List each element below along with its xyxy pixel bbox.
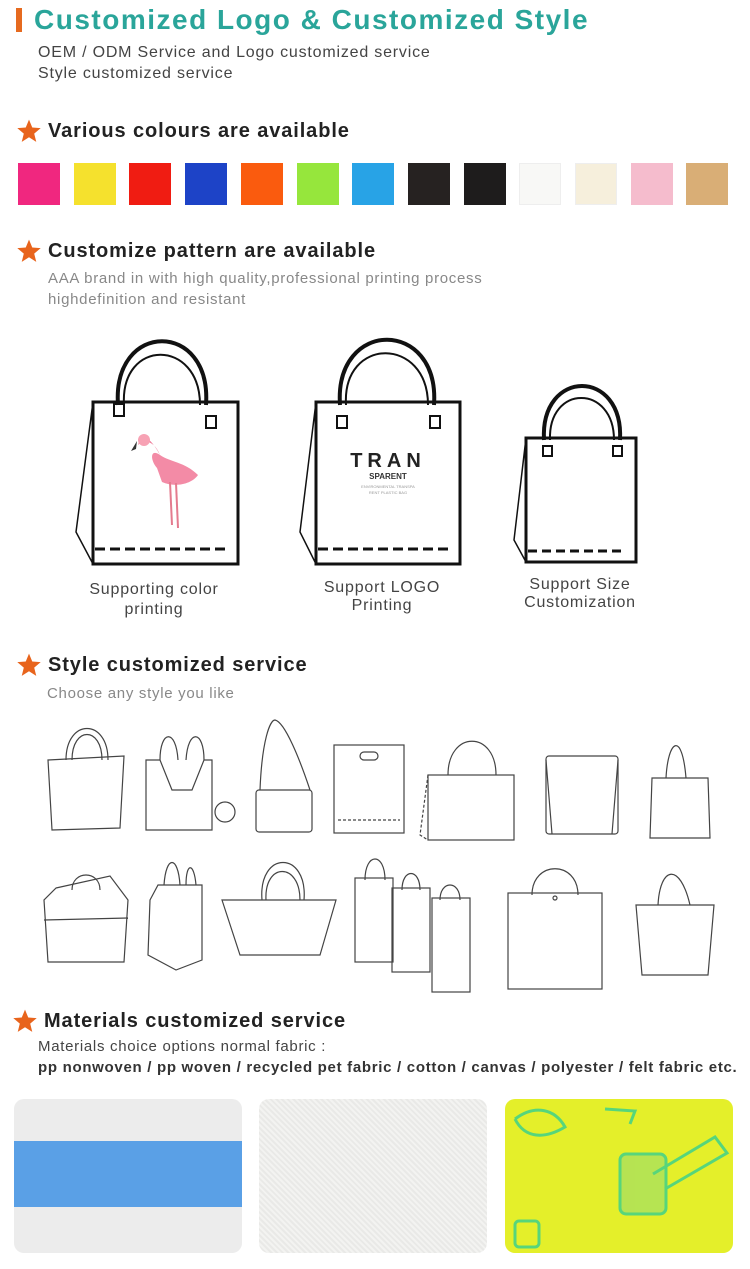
colour-swatch — [463, 163, 506, 205]
style-heading: Style customized service — [48, 653, 308, 676]
drawstring-bag-style-icon — [545, 755, 619, 835]
simple-tote-style-icon — [635, 873, 715, 976]
star-icon — [13, 1009, 37, 1032]
tote-bag-style-icon — [47, 727, 125, 831]
star-icon — [17, 119, 41, 142]
star-icon — [17, 239, 41, 262]
pattern-line-2: highdefinition and resistant — [48, 291, 247, 308]
cooler-bag-style-icon — [43, 874, 129, 963]
star-icon — [17, 653, 41, 676]
tall-tote-style-icon — [147, 862, 203, 971]
die-cut-bag-style-icon — [333, 744, 405, 834]
bag-caption-3-line-1: Support Size — [529, 576, 631, 593]
style-subtitle: Choose any style you like — [47, 685, 235, 702]
pattern-line-1: AAA brand in with high quality,professio… — [48, 270, 483, 287]
logo-bag-brand-small: SPARENT — [369, 472, 407, 481]
bag-caption-1-line-2: printing — [124, 601, 184, 618]
colour-swatch — [185, 163, 228, 205]
pattern-section-header: Customize pattern are available — [16, 238, 376, 264]
bag-caption-2-line-1: Support LOGO — [323, 579, 441, 596]
wide-bottom-bag-style-icon — [221, 862, 337, 956]
title-accent-bar — [16, 8, 22, 32]
logo-bag-illustration — [299, 337, 462, 566]
pattern-bag-illustrations — [75, 337, 638, 566]
bag-caption-2-line-2: Printing — [351, 597, 413, 614]
colours-heading: Various colours are available — [48, 119, 350, 142]
bag-caption-1-line-1: Supporting color — [89, 581, 219, 598]
size-bag-illustration — [513, 384, 638, 564]
bag-style-gallery — [43, 719, 715, 993]
colour-swatch — [352, 163, 395, 205]
header-line-1: OEM / ODM Service and Logo customized se… — [38, 44, 431, 61]
bag-caption-3-line-2: Customization — [524, 594, 636, 611]
shoulder-bag-style-icon — [255, 719, 313, 833]
colour-swatch — [407, 163, 450, 205]
printed-pattern-graphic — [513, 1107, 730, 1249]
cotton-tote-style-icon — [649, 745, 711, 839]
laminated-tote-style-icon — [419, 740, 515, 841]
foldable-bag-style-icon — [145, 736, 236, 831]
colour-swatch — [575, 163, 617, 205]
fabric-sample-printed-image — [505, 1099, 733, 1253]
gift-bag-set-style-icon — [354, 858, 471, 993]
colour-swatch — [129, 163, 172, 205]
page-header: Customized Logo & Customized Style — [16, 4, 589, 36]
materials-line-1: Materials choice options normal fabric : — [38, 1038, 327, 1055]
square-tote-style-icon — [507, 868, 603, 990]
style-section-header: Style customized service — [16, 652, 308, 678]
colours-section-header: Various colours are available — [16, 118, 350, 144]
materials-section-header: Materials customized service — [12, 1008, 346, 1034]
colour-swatch — [73, 163, 116, 205]
colour-swatch — [630, 163, 673, 205]
colour-swatch — [519, 163, 562, 205]
colour-swatch — [686, 163, 729, 205]
logo-bag-brand-tiny-2: RENT PLASTIC BAG — [368, 490, 408, 495]
materials-heading: Materials customized service — [44, 1009, 346, 1032]
fabric-sample-pp-woven-image — [14, 1099, 242, 1253]
logo-bag-brand-big: TRAN — [350, 450, 426, 472]
page-title: Customized Logo & Customized Style — [34, 4, 590, 35]
flamingo-bag-illustration — [75, 339, 240, 566]
materials-line-2: pp nonwoven / pp woven / recycled pet fa… — [38, 1059, 738, 1076]
pattern-heading: Customize pattern are available — [48, 239, 377, 262]
logo-bag-brand-tiny-1: ENVIRONMENTAL TRANSPA — [361, 484, 415, 489]
fabric-sample-nonwoven-image — [259, 1099, 487, 1253]
colour-swatch — [240, 163, 283, 205]
header-line-2: Style customized service — [38, 65, 234, 82]
colour-swatch — [296, 163, 339, 205]
colour-swatch — [18, 163, 60, 205]
flamingo-graphic — [131, 434, 198, 529]
